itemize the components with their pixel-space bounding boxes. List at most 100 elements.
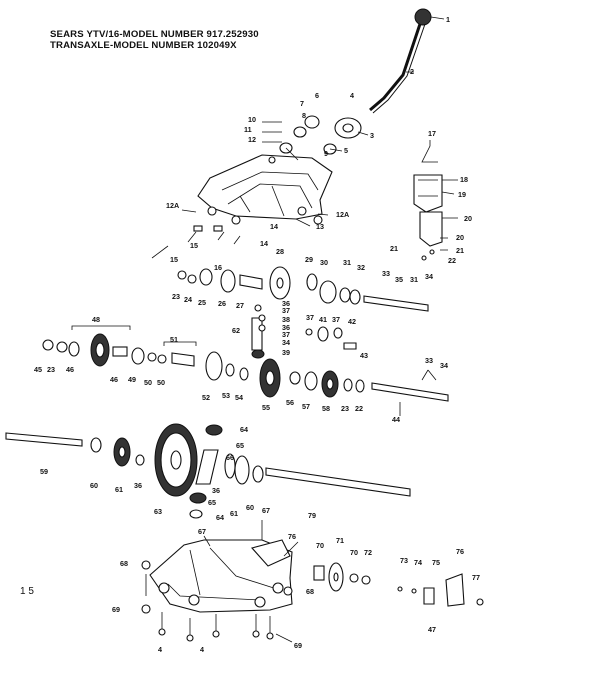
callout-label: 64	[240, 425, 248, 434]
callout-label: 43	[360, 351, 368, 360]
callout-label: 76	[456, 547, 464, 556]
callout-label: 65	[208, 498, 216, 507]
callout-label: 26	[218, 299, 226, 308]
callout-label: 57	[302, 402, 310, 411]
callout-label: 8	[302, 111, 306, 120]
callout-label: 77	[472, 573, 480, 582]
callout-label: 73	[400, 556, 408, 565]
callout-label: 6	[315, 91, 319, 100]
upper-transaxle-housing	[197, 154, 333, 225]
callout-label: 61	[230, 509, 238, 518]
callout-label: 36	[282, 323, 290, 332]
callout-labels: 12345678910111212A12A1314141515161718192…	[34, 15, 480, 654]
housing-bolts	[187, 121, 282, 245]
callout-label: 36	[212, 486, 220, 495]
callout-label: 3	[370, 131, 374, 140]
callout-label: 7	[300, 99, 304, 108]
axle-shaft	[265, 467, 411, 497]
callout-label: 21	[390, 244, 398, 253]
middle-gear-train	[259, 358, 449, 402]
model-title: SEARS YTV/16-MODEL NUMBER 917.252930	[50, 29, 259, 40]
callout-label: 68	[306, 587, 314, 596]
callout-label: 22	[448, 256, 456, 265]
callout-label: 62	[232, 326, 240, 335]
page-number: 1 5	[20, 586, 34, 597]
callout-label: 75	[432, 558, 440, 567]
lower-transaxle-housing	[149, 539, 293, 613]
callout-label: 68	[120, 559, 128, 568]
callout-label: 38	[282, 315, 290, 324]
callout-label: 25	[198, 298, 206, 307]
callout-label: 79	[308, 511, 316, 520]
callout-label: 4	[158, 645, 162, 654]
callout-label: 56	[286, 398, 294, 407]
callout-label: 63	[154, 507, 162, 516]
callout-label: 17	[428, 129, 436, 138]
callout-label: 15	[190, 241, 198, 250]
callout-label: 12A	[166, 201, 179, 210]
callout-label: 36	[282, 299, 290, 308]
callout-label: 37	[332, 315, 340, 324]
callout-label: 34	[282, 338, 290, 347]
brake-components	[313, 562, 484, 607]
callout-label: 10	[248, 115, 256, 124]
callout-label: 35	[395, 275, 403, 284]
bull-gear	[154, 423, 198, 497]
callout-label: 37	[306, 313, 314, 322]
callout-label: 4	[200, 645, 204, 654]
callout-label: 46	[66, 365, 74, 374]
callout-label: 31	[410, 275, 418, 284]
callout-label: 53	[222, 391, 230, 400]
callout-label: 27	[236, 301, 244, 310]
callout-label: 1	[446, 15, 450, 24]
callout-label: 60	[246, 503, 254, 512]
callout-label: 69	[294, 641, 302, 650]
callout-label: 14	[270, 222, 278, 231]
callout-label: 67	[198, 527, 206, 536]
callout-label: 37	[282, 330, 290, 339]
callout-label: 23	[172, 292, 180, 301]
callout-label: 76	[288, 532, 296, 541]
callout-label: 36	[134, 481, 142, 490]
shift-lever	[369, 8, 432, 114]
callout-label: 55	[262, 403, 270, 412]
callout-label: 2	[410, 67, 414, 76]
callout-label: 9	[324, 149, 328, 158]
callout-label: 70	[316, 541, 324, 550]
callout-label: 45	[34, 365, 42, 374]
callout-label: 66	[226, 453, 234, 462]
shift-rail	[251, 304, 357, 359]
shift-lever-boss	[279, 115, 362, 155]
callout-label: 47	[428, 625, 436, 634]
callout-label: 59	[40, 467, 48, 476]
callout-label: 31	[343, 258, 351, 267]
callout-label: 67	[262, 506, 270, 515]
transaxle-title: TRANSAXLE-MODEL NUMBER 102049X	[50, 40, 237, 51]
callout-label: 51	[170, 335, 178, 344]
callout-label: 12A	[336, 210, 349, 219]
callout-label: 21	[456, 246, 464, 255]
housing-cap-screws	[141, 560, 293, 642]
callout-label: 72	[364, 548, 372, 557]
callout-label: 20	[464, 214, 472, 223]
callout-label: 14	[260, 239, 268, 248]
callout-label: 22	[355, 404, 363, 413]
callout-label: 71	[336, 536, 344, 545]
callout-label: 33	[425, 356, 433, 365]
upper-shaft-assembly	[177, 266, 429, 312]
callout-label: 52	[202, 393, 210, 402]
leader-lines	[145, 16, 458, 643]
callout-label: 19	[458, 190, 466, 199]
callout-label: 29	[305, 255, 313, 264]
callout-label: 41	[319, 315, 327, 324]
callout-label: 28	[276, 247, 284, 256]
callout-label: 65	[236, 441, 244, 450]
callout-label: 24	[184, 295, 192, 304]
callout-label: 48	[92, 315, 100, 324]
callout-label: 54	[235, 393, 243, 402]
shift-fork-bracket	[413, 174, 443, 261]
callout-label: 60	[90, 481, 98, 490]
callout-label: 34	[425, 272, 433, 281]
callout-label: 12	[248, 135, 256, 144]
callout-label: 64	[216, 513, 224, 522]
